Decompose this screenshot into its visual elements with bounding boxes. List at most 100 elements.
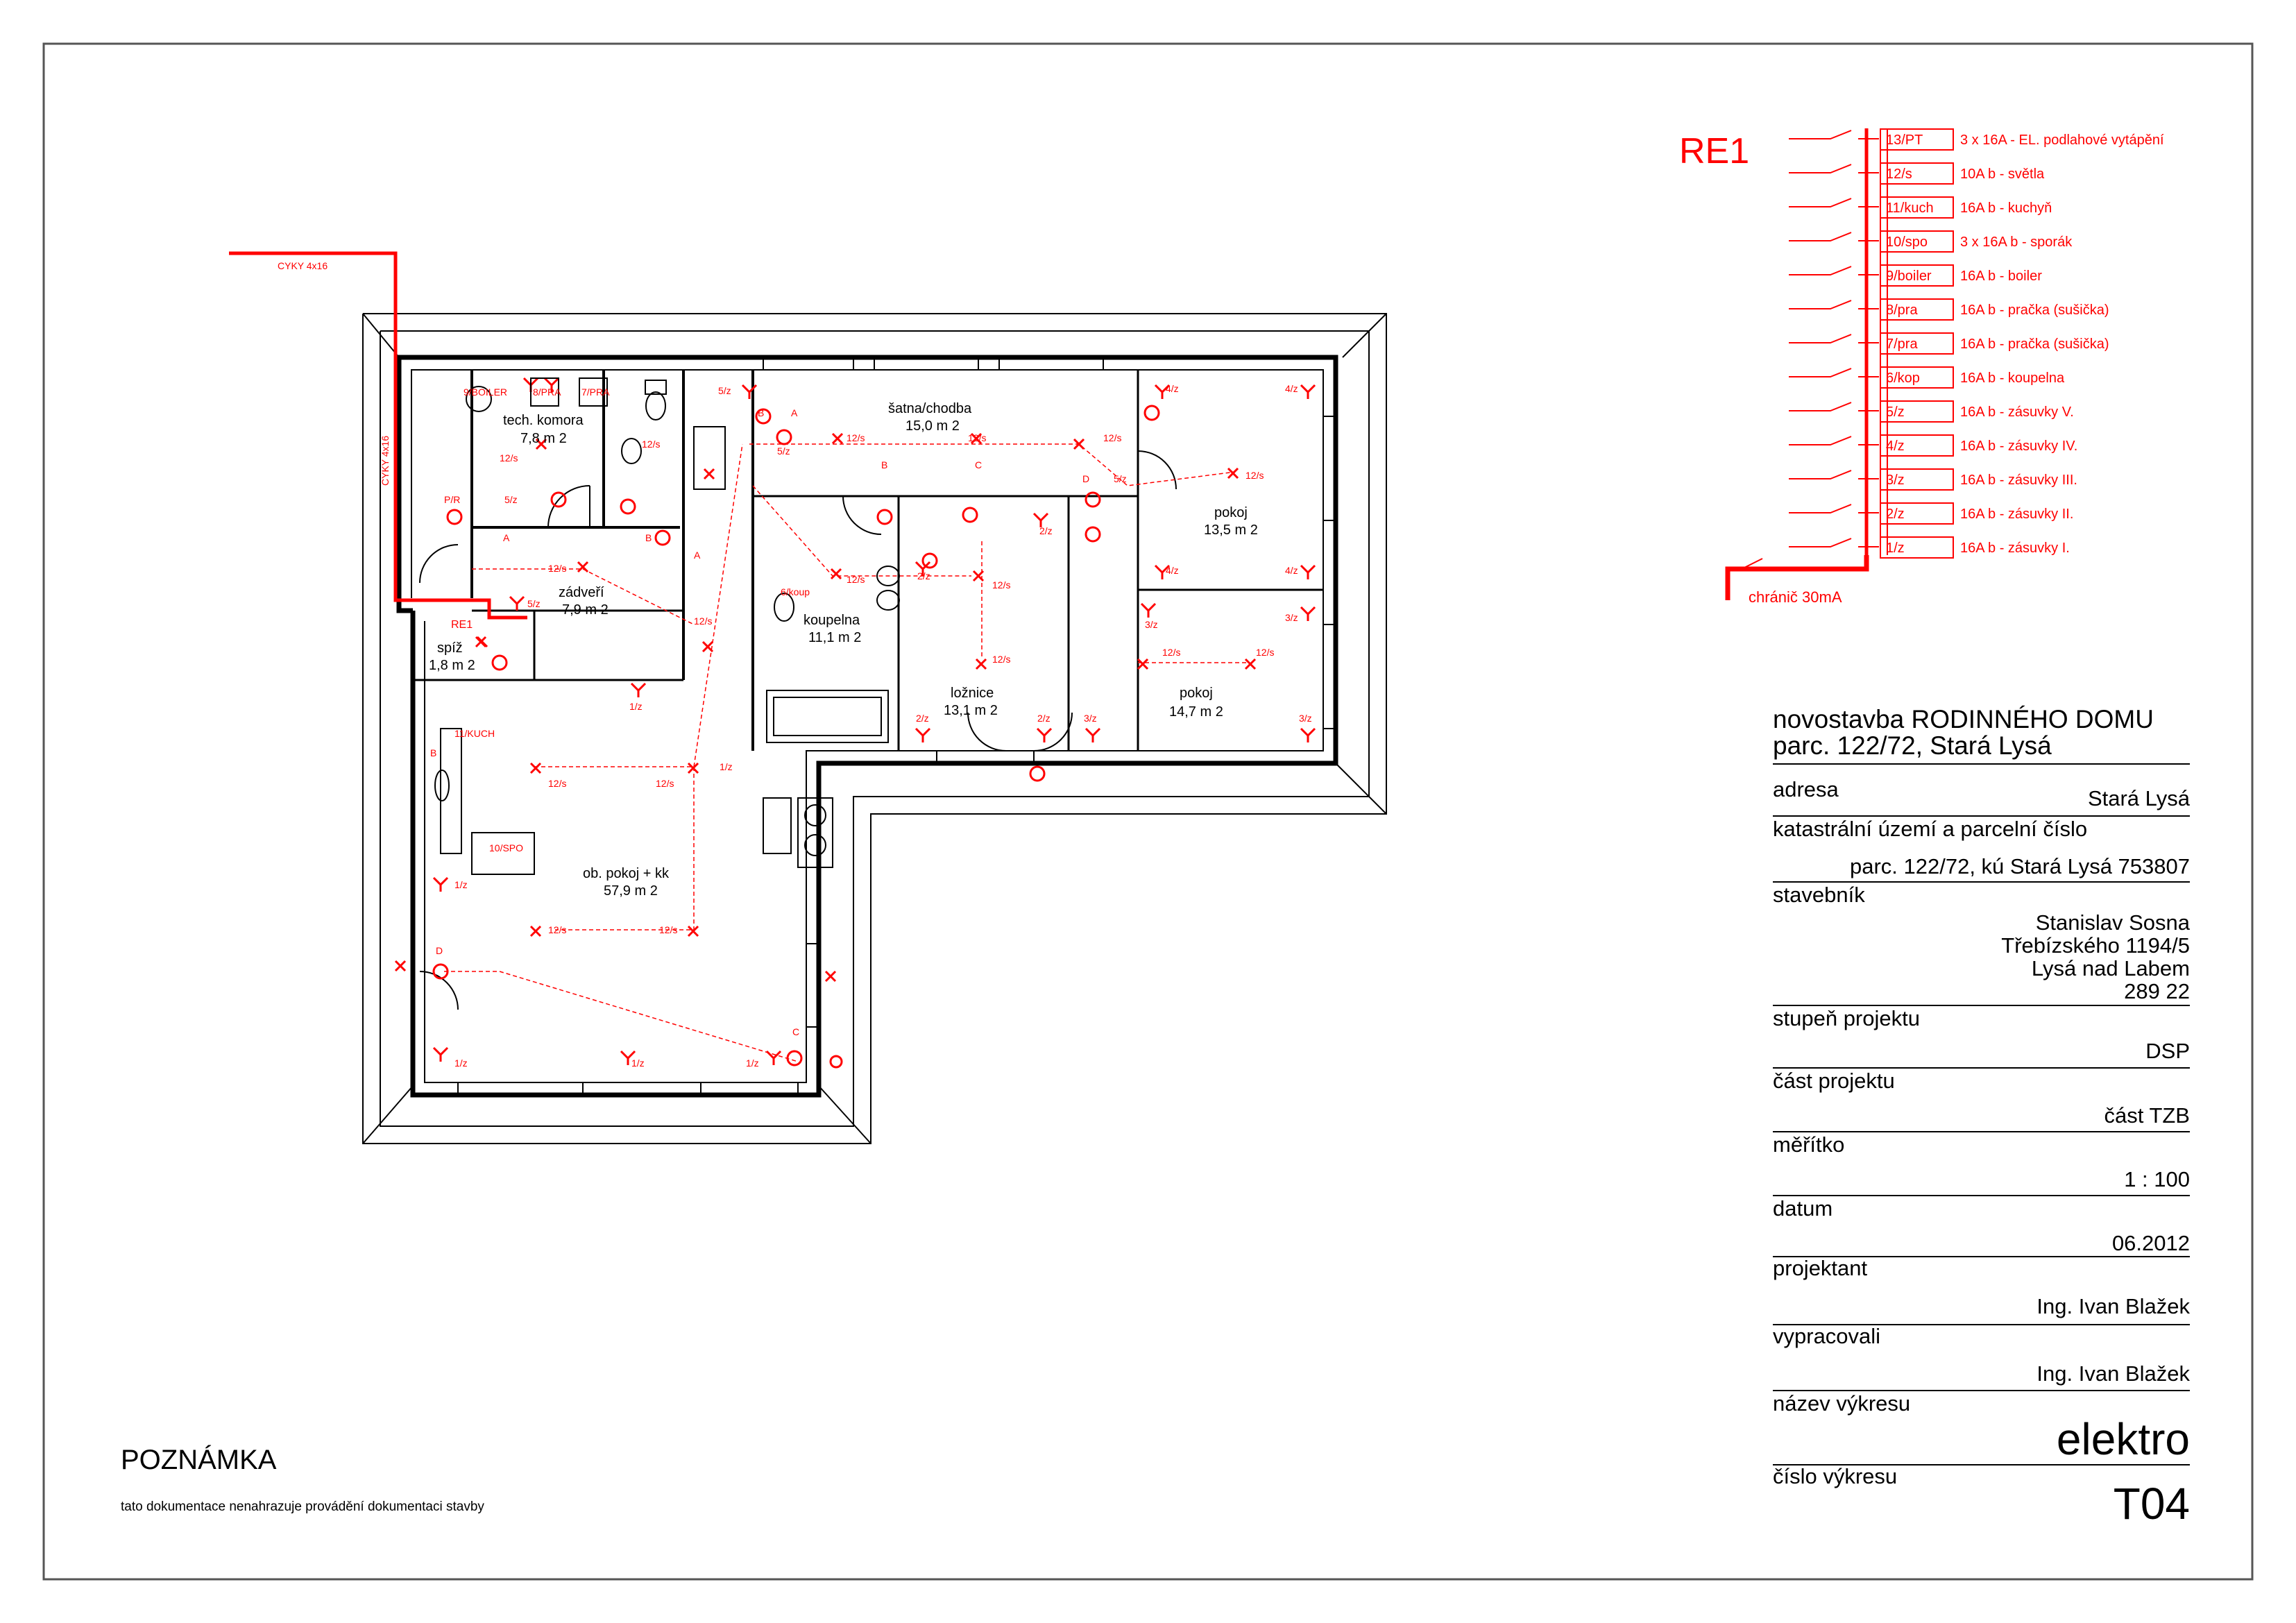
cadastre-value: parc. 122/72, kú Stará Lysá 753807: [1849, 854, 2190, 878]
note-text: tato dokumentace nenahrazuje provádění d…: [121, 1499, 484, 1514]
circuit-label: P/R: [444, 494, 460, 505]
circuit-id: 10/spo: [1886, 235, 1928, 250]
drawing-name-value: elektro: [2056, 1414, 2190, 1464]
room-area: 11,1 m 2: [808, 630, 861, 645]
circuit-label: 5/z: [777, 445, 790, 457]
circuit-id: 6/kop: [1886, 371, 1920, 386]
sockets: [432, 377, 1316, 1069]
room-area: 15,0 m 2: [905, 418, 960, 434]
circuit-description: 16A b - zásuvky III.: [1960, 473, 2077, 488]
circuit-label: 12/s: [992, 579, 1010, 590]
circuit-id: 12/s: [1886, 167, 1912, 182]
circuit-label: 12/s: [1103, 432, 1121, 443]
circuit-label: 1/z: [454, 1057, 468, 1069]
circuit-description: 16A b - zásuvky IV.: [1960, 439, 2077, 454]
device-letter: D: [436, 945, 443, 956]
date-value: 06.2012: [2111, 1231, 2190, 1255]
circuit-label: 8/PRA: [533, 386, 561, 398]
room-name: spíž: [437, 640, 463, 656]
windows: [457, 357, 1336, 1096]
circuit-label: 2/z: [916, 713, 929, 724]
heat-pump-units: [763, 797, 833, 868]
room-name: ob. pokoj + kk: [583, 866, 670, 881]
project-title: novostavba RODINNÉHO DOMU parc. 122/72, …: [1773, 706, 2154, 759]
circuit-label: 6/koup: [781, 586, 810, 597]
roof-outline: [362, 313, 1387, 1144]
room-name: zádveří: [559, 585, 604, 600]
circuit-label: 1/z: [629, 701, 643, 712]
designer-value: Ing. Ivan Blažek: [2036, 1294, 2190, 1318]
device-letter: A: [791, 407, 798, 418]
part-label: část projektu: [1773, 1069, 1895, 1093]
cadastre-label: katastrální území a parcelní číslo: [1773, 817, 2088, 841]
divider: [1773, 1067, 2190, 1069]
divider: [1773, 1464, 2190, 1465]
device-letter: B: [881, 459, 887, 470]
circuit-label: 12/s: [548, 563, 566, 574]
light-fixtures: [394, 432, 1257, 983]
circuit-label: 2/z: [1037, 713, 1051, 724]
drawing-number-label: číslo výkresu: [1773, 1464, 1898, 1488]
address-label: adresa: [1773, 777, 1839, 801]
circuit-label: 12/s: [847, 432, 865, 443]
note-title: POZNÁMKA: [121, 1445, 277, 1475]
room-name: pokoj: [1180, 686, 1213, 701]
circuit-label: 1/z: [454, 879, 468, 890]
room-area: 14,7 m 2: [1169, 704, 1223, 720]
circuit-id: 2/z: [1886, 507, 1905, 522]
circuit-label: 1/z: [746, 1057, 759, 1069]
designer-label: projektant: [1773, 1256, 1868, 1280]
builder-label: stavebník: [1773, 883, 1865, 907]
floor-plan-text: tech. komora 7,8 m 2 zádveří 7,9 m 2 spí…: [429, 401, 1258, 899]
stage-value: DSP: [2145, 1039, 2190, 1063]
drawing-name-label: název výkresu: [1773, 1391, 1911, 1416]
electrical-labels: CYKY 4x16 CYKY 4x16 RE1 9/BOILER 8/PRA 7…: [278, 260, 1312, 1069]
device-letter: B: [645, 532, 652, 543]
circuit-label: 12/s: [1162, 647, 1180, 658]
builder-line: 289 22: [2124, 979, 2190, 1003]
circuit-label: 5/z: [718, 385, 731, 396]
rcd-label: chránič 30mA: [1749, 588, 1842, 606]
circuit-description: 16A b - koupelna: [1960, 371, 2065, 386]
circuit-label: 2/z: [1039, 525, 1053, 536]
circuit-label: 5/z: [504, 494, 518, 505]
circuit-label: 12/s: [548, 924, 566, 935]
device-letter: A: [503, 532, 510, 543]
circuit-label: 4/z: [1166, 565, 1179, 576]
switchboard-name: RE1: [1679, 131, 1749, 171]
device-letter: D: [1082, 473, 1089, 484]
circuit-description: 16A b - zásuvky V.: [1960, 405, 2074, 420]
circuit-id: 1/z: [1886, 541, 1905, 556]
circuit-label: 12/s: [1245, 470, 1264, 481]
circuit-id: 13/PT: [1886, 133, 1923, 148]
circuit-label: 12/s: [642, 439, 660, 450]
circuit-description: 16A b - boiler: [1960, 269, 2042, 284]
cable-label: CYKY 4x16: [380, 436, 391, 486]
room-name: ložnice: [951, 686, 994, 701]
scale-label: měřítko: [1773, 1132, 1845, 1157]
room-area: 7,8 m 2: [520, 431, 567, 446]
circuit-description: 3 x 16A b - sporák: [1960, 235, 2073, 250]
divider: [1773, 815, 2190, 817]
prepared-value: Ing. Ivan Blažek: [2036, 1361, 2190, 1386]
circuit-label: 12/s: [656, 778, 674, 789]
circuit-id: 3/z: [1886, 473, 1905, 488]
circuit-description: 10A b - světla: [1960, 167, 2045, 182]
circuit-label: 4/z: [1285, 383, 1298, 394]
device-letter: C: [975, 459, 982, 470]
circuit-label: 3/z: [1285, 612, 1298, 623]
divider: [1773, 763, 2190, 765]
cable-label: CYKY 4x16: [278, 260, 328, 271]
circuit-id: 9/boiler: [1886, 269, 1932, 284]
circuit-label: 1/z: [631, 1057, 645, 1069]
circuit-label: 1/z: [720, 761, 733, 772]
circuit-id: 11/kuch: [1886, 201, 1934, 216]
switchboard-schematic: [1725, 128, 1954, 600]
circuit-label: 5/z: [1114, 473, 1127, 484]
room-area: 13,5 m 2: [1204, 522, 1258, 538]
room-area: 1,8 m 2: [429, 658, 475, 673]
circuit-label: 12/s: [694, 615, 712, 627]
circuit-label: 11/KUCH: [454, 728, 495, 739]
stage-label: stupeň projektu: [1773, 1006, 1920, 1030]
room-area: 7,9 m 2: [562, 602, 609, 618]
